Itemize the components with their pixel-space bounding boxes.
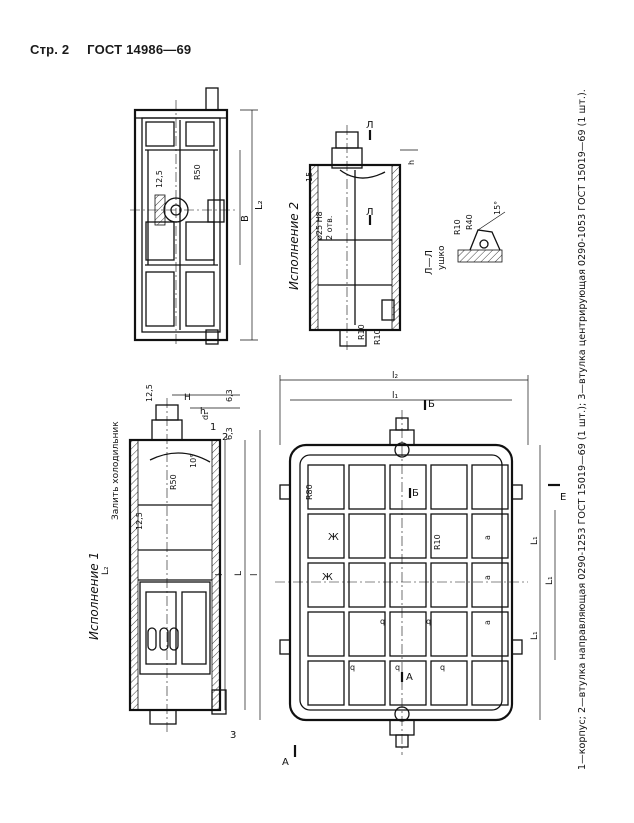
plan-cell [348, 660, 386, 706]
plan-cell [307, 611, 345, 657]
variant2-title: Исполнение 2 [287, 202, 301, 290]
plan-cell [389, 513, 427, 559]
plan-cell [471, 611, 509, 657]
section-a-bottom: А [282, 757, 289, 768]
dim-a-3: a [483, 620, 492, 625]
top-elevation-view: L₂ B R50 12,5 [130, 87, 265, 345]
plan-cell [348, 464, 386, 510]
plan-cell [348, 562, 386, 608]
dim-l1-b: L₁ [545, 576, 555, 585]
plan-cell [307, 660, 345, 706]
angle-10: 10° [189, 454, 198, 468]
plan-cell [389, 464, 427, 510]
callout-3: 3 [230, 730, 236, 741]
plan-cell [307, 562, 345, 608]
dim-r40: R40 [465, 214, 474, 230]
dim-r50-top: R50 [193, 164, 202, 180]
dim-h-v2: h [407, 160, 416, 165]
plan-cell [430, 513, 468, 559]
dim-r80: R80 [305, 484, 314, 500]
angle-15: 15° [493, 201, 502, 215]
section-ll-view: Л—Л ушко R10 R40 15° [424, 201, 506, 275]
dim-2holes: 2 отв. [325, 216, 334, 240]
dim-l-overall: l [250, 573, 260, 576]
plan-cell [471, 513, 509, 559]
plan-cell [471, 562, 509, 608]
plan-cell [430, 660, 468, 706]
figure-caption: 1—корпус; 2—втулка направляющая 0290-125… [577, 89, 588, 770]
standard-number: ГОСТ 14986—69 [87, 42, 192, 57]
plan-view: А Б Б А Е Ж Ж R80 R10 q q q q q a a a [275, 371, 566, 768]
marker-zh-1: Ж [328, 532, 339, 543]
dim-125-v1: 12,5 [135, 512, 144, 530]
plan-cell [348, 611, 386, 657]
section-ll-title: Л—Л [424, 250, 435, 275]
callout-2: 2 [222, 432, 228, 443]
dim-q-1: q [350, 663, 355, 672]
dim-a-1: a [483, 535, 492, 540]
section-ll-note: ушко [437, 245, 447, 270]
plan-cell [389, 611, 427, 657]
plan-grid-cells [307, 464, 509, 706]
variant1-title: Исполнение 1 [87, 552, 101, 640]
plan-cell [430, 562, 468, 608]
dim-a-2: a [483, 575, 492, 580]
dim-l2: L₂ [254, 200, 265, 210]
dim-63-a: 6,3 [225, 389, 234, 402]
dim-l-cap: L [234, 571, 244, 576]
plan-cell [348, 513, 386, 559]
dim-q-4: q [380, 617, 385, 626]
dim-l-small: l [215, 573, 225, 576]
section-l-top: Л [366, 120, 374, 131]
dim-l1-a: L₁ [530, 536, 540, 545]
dim-h-v1: H [184, 393, 191, 403]
dim-l2-v1: L₂ [101, 566, 111, 575]
direction-e: Е [560, 492, 566, 503]
dim-r10-a: R10 [357, 324, 366, 340]
dim-b: B [240, 215, 251, 222]
dim-r10-plan: R10 [433, 534, 442, 550]
plan-cell [430, 464, 468, 510]
plan-cell [307, 513, 345, 559]
variant2-section-view: Исполнение 2 Л Л ø25 H8 2 отв. 15 R10 R1… [287, 120, 418, 350]
dim-q-3: q [440, 663, 445, 672]
dim-q-2: q [395, 663, 400, 672]
dim-q-5: q [426, 617, 431, 626]
dim-d1: d₁ [201, 412, 210, 420]
page-header: Стр. 2 ГОСТ 14986—69 [30, 42, 205, 57]
dim-r10-b: R10 [373, 329, 382, 345]
callout-1: 1 [210, 422, 216, 433]
section-l-bottom: Л [366, 207, 374, 218]
dim-125-top-v1: 12,5 [145, 384, 154, 402]
dim-125-top: 12,5 [155, 170, 164, 188]
plan-cell [389, 562, 427, 608]
plan-cell [430, 611, 468, 657]
plan-cell [471, 660, 509, 706]
dim-15: 15 [305, 172, 314, 182]
variant1-section-view: Исполнение 1 Залить холодильник 1 2 3 10… [87, 384, 261, 741]
dim-h-small: h [200, 407, 206, 417]
dim-b-inner: l₁ [392, 391, 399, 401]
dim-r10-ll: R10 [453, 219, 462, 235]
dim-d25: ø25 H8 [315, 211, 324, 240]
section-b-top: Б [428, 399, 435, 410]
dim-b-outer: l₂ [392, 371, 399, 381]
section-b-inner: Б [412, 488, 419, 499]
page-number: Стр. 2 [30, 42, 70, 57]
marker-zh-2: Ж [322, 572, 333, 583]
dim-r50-v1: R50 [169, 474, 178, 490]
plan-cell [471, 464, 509, 510]
section-a-inner: А [406, 672, 413, 683]
fill-note: Залить холодильник [111, 421, 121, 520]
plan-cell [389, 660, 427, 706]
dim-l1-c: L₁ [530, 631, 540, 640]
plan-cell [307, 464, 345, 510]
dim-63-b: 6,3 [225, 427, 234, 440]
